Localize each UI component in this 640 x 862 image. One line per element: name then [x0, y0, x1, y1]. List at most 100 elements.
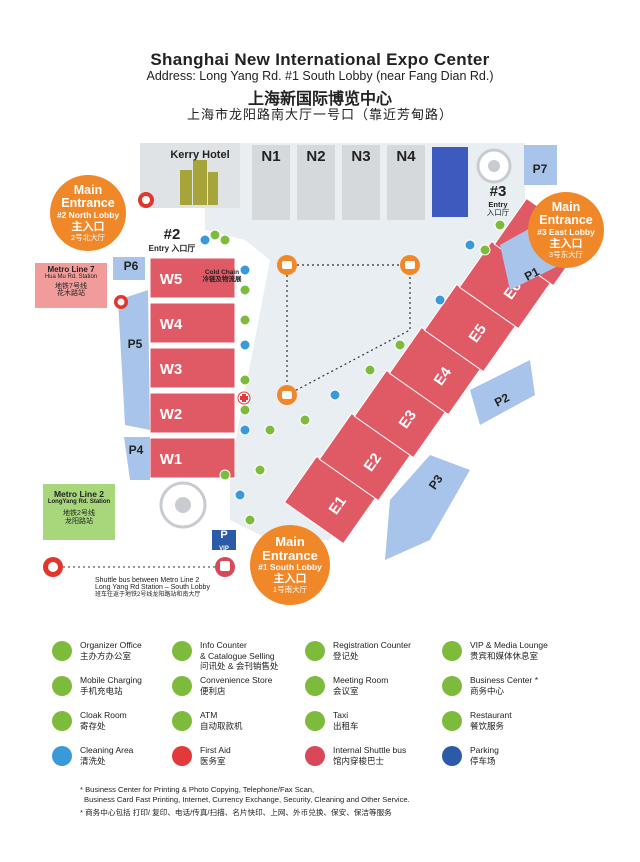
cleaning-area-icon [239, 339, 251, 351]
address-en: Address: Long Yang Rd. #1 South Lobby (n… [146, 69, 494, 83]
title-cn: 上海新国际博览中心 [247, 91, 392, 108]
metro-logo-icon [114, 295, 128, 309]
service-icon [394, 339, 406, 351]
taxi-icon [305, 711, 325, 731]
shuttle-stop-icon [400, 255, 420, 275]
hotel-building-icon [180, 160, 218, 205]
note-1: * Business Center for Printing & Photo C… [80, 785, 315, 794]
pen-icon [305, 641, 325, 661]
metro-logo-icon [138, 192, 154, 208]
cleaning-area-icon [239, 424, 251, 436]
metro-logo-icon [43, 557, 63, 577]
parking-p2 [470, 360, 535, 425]
service-icon [264, 424, 276, 436]
label-p4: P4 [128, 443, 144, 457]
first-aid-icon [237, 391, 251, 405]
first-aid-icon [172, 746, 192, 766]
service-icon [479, 244, 491, 256]
hall-label-w2: W2 [160, 406, 183, 423]
hall-w4 [149, 302, 236, 344]
parking-vip [212, 530, 236, 550]
shuttle-route [286, 264, 411, 396]
shuttle-stop-icon [277, 255, 297, 275]
hall-label-w3: W3 [160, 361, 183, 378]
service-icon [209, 229, 221, 241]
north-entrance-callout [50, 175, 126, 251]
hotel-label: Kerry Hotel [170, 149, 229, 161]
hall-label-w4: W4 [160, 316, 183, 333]
note-2: Business Card Fast Printing, Internet, C… [84, 795, 410, 804]
south-entrance-callout [250, 525, 330, 605]
hall-n4 [387, 145, 425, 220]
cloak-icon [52, 711, 72, 731]
hall-e5: E5 [423, 283, 517, 373]
legend-label: Business Center *商务中心 [470, 675, 539, 696]
title-en: Shanghai New International Expo Center [150, 50, 490, 69]
service-icon [244, 514, 256, 526]
cleaning-area-icon [199, 234, 211, 246]
hall-n5-fill [432, 147, 468, 217]
parking-p6 [113, 257, 145, 280]
hall-label-w5: W5 [160, 271, 183, 288]
hall-label-n1: N1 [261, 148, 280, 165]
entry2-number: #2 [163, 226, 181, 243]
hall-w3 [149, 347, 236, 389]
store-icon [172, 676, 192, 696]
service-icon [239, 404, 251, 416]
cleaning-area-icon [434, 294, 446, 306]
bulb-icon [172, 641, 192, 661]
vip-icon [442, 641, 462, 661]
hall-label-n2: N2 [306, 148, 325, 165]
hall-label-n4: N4 [396, 148, 416, 165]
hall-n3 [342, 145, 380, 220]
address-cn: 上海市龙阳路南大厅一号口（靠近芳甸路） [186, 107, 453, 122]
note-3: * 商务中心包括 打印/ 复印、电话/传真/扫描、名片快印、上网、外币兑换、保安… [80, 808, 392, 817]
parking-p5 [118, 290, 150, 430]
service-icon [219, 469, 231, 481]
hall-label-w1: W1 [160, 451, 183, 468]
label-p5: P5 [127, 337, 143, 351]
service-icon [239, 284, 251, 296]
service-icon [239, 314, 251, 326]
hall-e1: E1 [283, 455, 377, 545]
parking-icon [442, 746, 462, 766]
service-icon [254, 464, 266, 476]
label-p7: P7 [532, 162, 548, 176]
entry2-label: Entry 入口厅 [148, 244, 196, 253]
cleaning-area-icon [239, 264, 251, 276]
venue-plaza [140, 143, 525, 540]
metro-line2-text: Metro Line 2 LongYang Rd. Station 地铁2号线 … [47, 489, 111, 525]
service-icon [299, 414, 311, 426]
parking-p3 [385, 455, 470, 560]
north-entrance-text: Main Entrance #2 North Lobby 主入口 2号北大厅 [56, 183, 120, 242]
service-icon [239, 374, 251, 386]
shuttle-stop-icon [277, 385, 297, 405]
metro-line7-box [35, 263, 107, 308]
hall-w5 [149, 257, 236, 299]
shuttle-bus-icon [215, 557, 235, 577]
metro-line2-box [43, 484, 115, 540]
hall-label-n3: N3 [351, 148, 370, 165]
east-entrance-callout [528, 192, 604, 268]
service-icon [494, 219, 506, 231]
metro-line7-text: Metro Line 7 Hua Mu Rd. Station 地铁7号线 花木… [44, 265, 98, 298]
handshake-icon [442, 676, 462, 696]
charging-icon [52, 676, 72, 696]
south-entrance-text: Main Entrance #1 South Lobby 主入口 1号南大厅 [258, 534, 322, 594]
